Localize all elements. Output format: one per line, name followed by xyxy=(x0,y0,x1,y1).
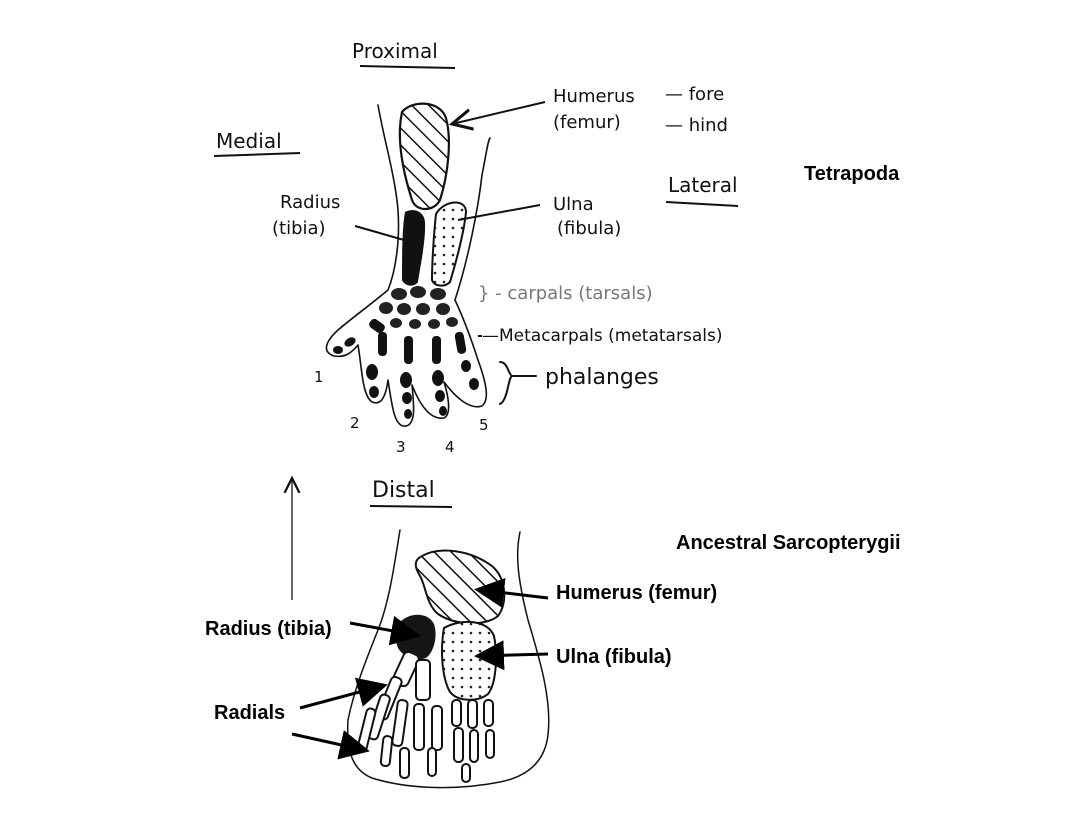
fin-radials-label: Radials xyxy=(214,702,285,724)
hind-label: — hind xyxy=(665,115,728,136)
lateral-label: Lateral xyxy=(668,173,738,197)
fin-humerus-label: Humerus (femur) xyxy=(556,582,717,604)
radius-pointer xyxy=(354,225,405,241)
fin-ulna-label: Ulna (fibula) xyxy=(556,646,672,668)
lateral-underline xyxy=(665,201,739,207)
phalanx-bones xyxy=(333,337,479,419)
radius-bone xyxy=(402,210,426,286)
proximal-underline xyxy=(359,65,456,69)
distal-label: Distal xyxy=(372,478,435,503)
sarcopterygian-fin: Humerus (femur) Radius (tibia) Ulna (fib… xyxy=(205,529,901,789)
fibula-label: (fibula) xyxy=(557,218,621,239)
fin-radius-label: Radius (tibia) xyxy=(205,618,332,640)
ulna-bone xyxy=(430,201,468,287)
fore-label: — fore xyxy=(665,84,724,105)
humerus-label: Humerus xyxy=(553,86,635,107)
digit-number-2: 2 xyxy=(350,414,360,432)
digit-number-1: 1 xyxy=(314,368,324,386)
phalanges-brace xyxy=(499,361,537,405)
proximal-label: Proximal xyxy=(352,39,438,63)
tetrapod-limb-outline xyxy=(325,104,491,427)
tetrapod-limb: Proximal Medial Lateral Distal Humerus —… xyxy=(213,39,900,508)
fin-ulna-bone xyxy=(441,620,497,701)
carpal-bones xyxy=(379,286,458,329)
fin-radius-bone xyxy=(395,614,436,660)
tibia-label: (tibia) xyxy=(272,218,326,239)
medial-underline xyxy=(213,152,301,157)
digit-number-5: 5 xyxy=(479,416,489,434)
metacarpals-label: —Metacarpals (metatarsals) xyxy=(482,326,722,346)
metacarpal-bones xyxy=(369,318,467,364)
phalanges-label: phalanges xyxy=(545,365,659,390)
fin-radials-arrow-lower xyxy=(291,730,370,760)
tetrapoda-title: Tetrapoda xyxy=(804,163,900,185)
humerus-bone xyxy=(398,102,450,211)
fin-outline xyxy=(346,529,550,789)
digit-number-4: 4 xyxy=(445,438,455,456)
femur-label: (femur) xyxy=(553,112,621,133)
radius-label: Radius xyxy=(280,192,340,213)
ulna-label: Ulna xyxy=(553,194,594,215)
medial-label: Medial xyxy=(216,129,282,153)
fin-ulna-arrow xyxy=(474,640,549,671)
humerus-pointer xyxy=(452,101,546,124)
distal-underline xyxy=(369,505,453,508)
fin-humerus-bone xyxy=(414,549,506,625)
fin-radials-arrow-upper xyxy=(299,677,388,710)
fin-radial-bones xyxy=(356,650,495,783)
digit-number-3: 3 xyxy=(396,438,406,456)
fin-radius-arrow xyxy=(349,615,421,646)
carpals-label: } - carpals (tarsals) xyxy=(478,283,653,304)
fin-humerus-arrow xyxy=(474,577,549,608)
sarcopterygii-title: Ancestral Sarcopterygii xyxy=(676,532,901,554)
ulna-pointer xyxy=(457,204,541,221)
